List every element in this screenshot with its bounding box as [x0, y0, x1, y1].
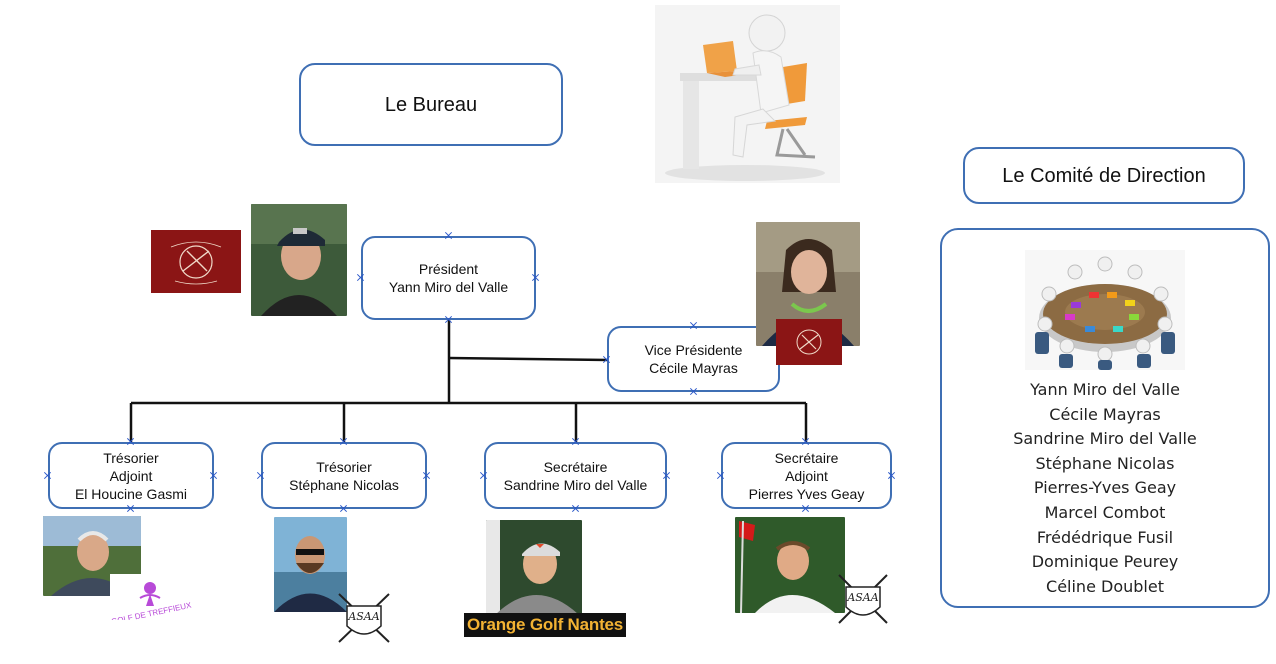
handle-marker	[445, 316, 452, 323]
golf-ile-dor-logo-small	[776, 319, 842, 365]
secretaire-adjoint-photo	[735, 517, 845, 613]
comite-member-list: Yann Miro del Valle Cécile Mayras Sandri…	[980, 378, 1230, 599]
asaa-label: ASAA	[347, 610, 379, 623]
comite-member: Céline Doublet	[1046, 576, 1164, 596]
comite-member: Marcel Combot	[1044, 502, 1166, 522]
handle-marker	[802, 438, 809, 445]
handle-marker	[340, 438, 347, 445]
comite-member: Cécile Mayras	[1049, 404, 1161, 424]
president-name: Yann Miro del Valle	[388, 279, 509, 295]
asaa-logo: ASAA	[338, 593, 390, 643]
comite-member: Stéphane Nicolas	[1035, 453, 1175, 473]
comite-title-box: Le Comité de Direction	[963, 147, 1245, 204]
asaa-label-2: ASAA	[846, 591, 878, 604]
round-table-meeting-icon	[1025, 250, 1185, 370]
handle-marker	[717, 472, 724, 479]
tresorier-box: Trésorier Stéphane Nicolas	[261, 442, 427, 509]
secretaire-name: Sandrine Miro del Valle	[503, 476, 648, 493]
handle-marker	[340, 505, 347, 512]
golf-de-treffieux-logo: GOLF DE TREFFIEUX	[110, 574, 192, 620]
orange-golf-nantes-label: Orange Golf Nantes	[464, 613, 627, 637]
handle-marker	[603, 356, 610, 363]
vice-president-box: Vice Présidente Cécile Mayras	[607, 326, 780, 392]
tresorier-name: Stéphane Nicolas	[289, 476, 399, 493]
person-at-desk-icon	[655, 5, 840, 183]
secretaire-adjoint-subrole: Adjoint	[785, 467, 828, 484]
tresorier-photo	[274, 517, 347, 612]
comite-member: Yann Miro del Valle	[1030, 380, 1180, 399]
handle-marker	[127, 438, 134, 445]
handle-marker	[127, 505, 134, 512]
comite-title: Le Comité de Direction	[1002, 164, 1206, 187]
handle-marker	[44, 472, 51, 479]
bureau-title: Le Bureau	[384, 93, 478, 116]
comite-member: Dominique Peurey	[1031, 552, 1179, 572]
comite-member: Frédédrique Fusil	[1036, 527, 1174, 547]
handle-marker	[357, 274, 364, 281]
comite-member: Pierres-Yves Geay	[1033, 478, 1177, 498]
handle-marker	[423, 472, 430, 479]
handle-marker	[445, 232, 452, 239]
handle-marker	[532, 274, 539, 281]
president-role: Président	[418, 261, 479, 277]
handle-marker	[257, 472, 264, 479]
tresorier-role: Trésorier	[316, 458, 372, 475]
handle-marker	[572, 505, 579, 512]
tresorier-adjoint-box: Trésorier Adjoint El Houcine Gasmi	[48, 442, 214, 509]
comite-member: Sandrine Miro del Valle	[1013, 429, 1197, 449]
handle-marker	[572, 438, 579, 445]
handle-marker	[888, 472, 895, 479]
secretaire-box: Secrétaire Sandrine Miro del Valle	[484, 442, 667, 509]
vice-president-name: Cécile Mayras	[649, 360, 738, 376]
secretaire-adjoint-role: Secrétaire	[774, 449, 839, 466]
handle-marker	[690, 322, 697, 329]
tresorier-adjoint-role: Trésorier	[103, 449, 159, 466]
president-box: Président Yann Miro del Valle	[361, 236, 536, 320]
tresorier-adjoint-name: El Houcine Gasmi	[74, 485, 188, 502]
handle-marker	[802, 505, 809, 512]
vice-president-role: Vice Présidente	[644, 342, 743, 358]
tresorier-adjoint-subrole: Adjoint	[109, 467, 153, 484]
handle-marker	[663, 472, 670, 479]
secretaire-adjoint-name: Pierres Yves Geay	[748, 485, 865, 502]
secretaire-role: Secrétaire	[543, 458, 608, 475]
secretaire-photo	[486, 520, 582, 614]
handle-marker	[480, 472, 487, 479]
asaa-logo-2: ASAA	[838, 574, 888, 624]
golf-ile-dor-logo	[151, 230, 241, 293]
handle-marker	[690, 388, 697, 395]
handle-marker	[210, 472, 217, 479]
secretaire-adjoint-box: Secrétaire Adjoint Pierres Yves Geay	[721, 442, 892, 509]
bureau-title-box: Le Bureau	[299, 63, 563, 146]
president-photo	[251, 204, 347, 316]
